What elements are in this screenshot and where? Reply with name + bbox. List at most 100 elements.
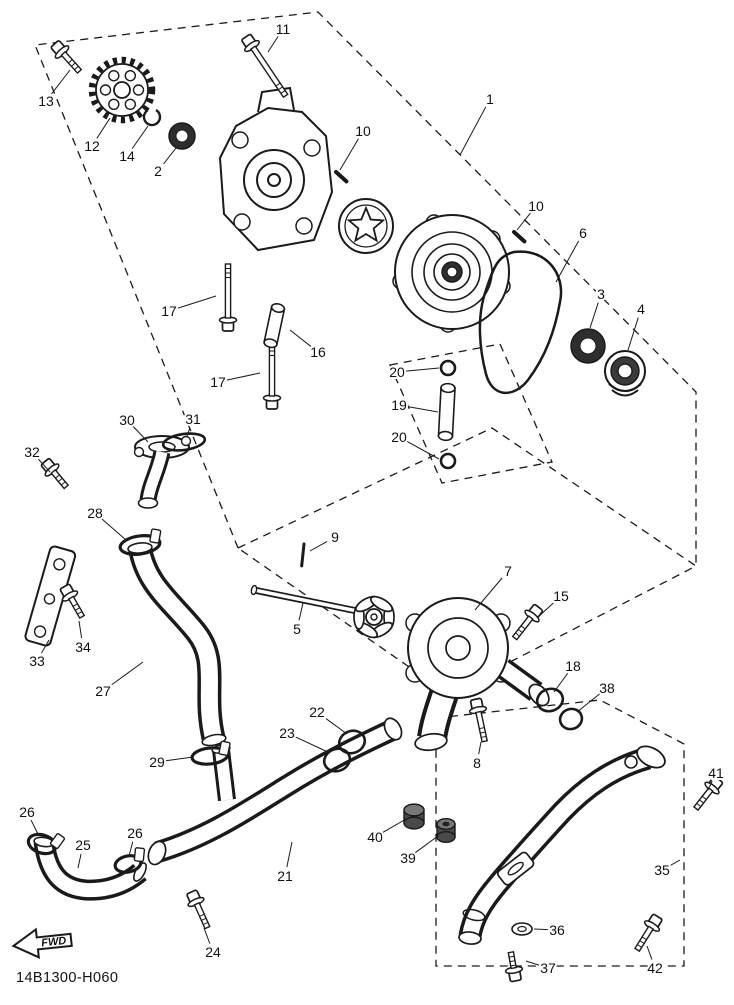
callout-5: 5 (293, 621, 301, 637)
callout-25: 25 (75, 837, 91, 853)
part-o-ring-20a (439, 359, 457, 377)
callout-31: 31 (185, 411, 201, 427)
callout-37: 37 (540, 960, 556, 976)
part-collar-39 (436, 818, 456, 843)
callout-13: 13 (38, 93, 54, 109)
callout-17: 17 (210, 374, 226, 390)
callout-20: 20 (389, 364, 405, 380)
part-pin-9 (300, 542, 306, 568)
hardware-layer (26, 33, 724, 983)
part-metal-pipe-35 (458, 745, 666, 945)
part-drive-sprocket-12 (88, 56, 156, 124)
part-o-ring-18 (535, 687, 565, 713)
region-assembly-1 (34, 11, 697, 566)
part-bolt-15 (511, 603, 544, 641)
part-dowel-pin-10b (512, 230, 527, 244)
region-pipe-35-group (435, 699, 685, 967)
callout-6: 6 (579, 225, 587, 241)
part-water-pipe-21 (147, 717, 403, 866)
callout-42: 42 (647, 960, 663, 976)
callout-20: 20 (391, 429, 407, 445)
callout-27: 27 (95, 683, 111, 699)
callout-26: 26 (19, 804, 35, 820)
callout-36: 36 (549, 922, 565, 938)
callout-3: 3 (597, 286, 605, 302)
callout-24: 24 (205, 944, 221, 960)
part-damper-40 (403, 803, 425, 830)
callout-12: 12 (84, 138, 100, 154)
part-water-hose-25 (33, 836, 147, 901)
part-oil-pump-body (218, 86, 334, 252)
part-number-text: 14B1300-H060 (16, 970, 118, 986)
fwd-label: FWD (41, 935, 67, 950)
part-hose-clamp-26a (26, 832, 66, 856)
part-gasket-6 (478, 250, 563, 395)
callout-8: 8 (473, 755, 481, 771)
part-circlip-14 (142, 107, 162, 127)
part-o-ring-31 (161, 432, 207, 452)
part-o-ring-38 (558, 707, 584, 731)
part-washer-36 (511, 922, 533, 936)
part-collar-16 (263, 303, 286, 349)
callout-28: 28 (87, 505, 103, 521)
part-o-ring-20b (439, 452, 457, 470)
callout-19: 19 (391, 397, 407, 413)
callout-29: 29 (149, 754, 165, 770)
callout-11: 11 (276, 21, 291, 37)
callout-23: 23 (279, 725, 295, 741)
fwd-arrow: FWD (11, 927, 73, 959)
part-bolt-8 (468, 697, 489, 743)
callout-32: 32 (24, 444, 40, 460)
callout-2: 2 (154, 163, 162, 179)
region-impeller-group (236, 427, 698, 695)
part-bolt-13 (50, 40, 83, 75)
callout-30: 30 (119, 412, 135, 428)
part-bolt-11 (241, 33, 289, 99)
callout-26: 26 (127, 825, 143, 841)
callout-14: 14 (119, 148, 135, 164)
part-hose-clamp-26b (113, 847, 146, 874)
callout-17: 17 (161, 303, 177, 319)
part-bolt-37 (504, 951, 524, 983)
part-joint-pipe-19 (437, 382, 456, 442)
callout-18: 18 (565, 658, 581, 674)
part-bolt-24 (186, 889, 211, 930)
region-joint-group (389, 343, 553, 484)
callout-40: 40 (367, 829, 383, 845)
callout-34: 34 (75, 639, 91, 655)
callout-7: 7 (504, 563, 512, 579)
callout-39: 39 (400, 850, 416, 866)
callout-10: 10 (355, 123, 371, 139)
part-hose-clamp-28 (118, 528, 162, 556)
callout-38: 38 (599, 680, 615, 696)
part-bolt-41 (692, 775, 724, 812)
callout-4: 4 (637, 301, 645, 317)
part-bolt-34 (59, 583, 86, 620)
part-o-ring-23 (322, 747, 352, 773)
part-bolt-42 (633, 913, 663, 953)
callout-35: 35 (654, 862, 670, 878)
part-mechanical-seal-4 (604, 350, 646, 397)
callout-10: 10 (528, 198, 544, 214)
callout-21: 21 (277, 868, 293, 884)
callout-9: 9 (331, 529, 339, 545)
part-bolt-17-lower (262, 341, 282, 410)
callout-22: 22 (309, 704, 325, 720)
part-pump-rotor (338, 198, 394, 254)
callout-41: 41 (708, 765, 724, 781)
callout-15: 15 (553, 588, 569, 604)
callout-16: 16 (310, 344, 326, 360)
part-impeller-shaft-5 (250, 584, 395, 639)
part-hose-clamp-29 (190, 740, 231, 766)
boundary-regions (34, 11, 698, 967)
part-bolt-32 (40, 458, 70, 490)
part-pump-housing-7 (405, 597, 550, 752)
callout-33: 33 (29, 653, 45, 669)
part-water-hose-27 (127, 542, 227, 747)
part-dowel-pin-10a (334, 170, 349, 184)
part-pump-cover (392, 214, 511, 333)
part-oil-seal-3 (570, 328, 606, 364)
part-outlet-fitting-30 (133, 435, 192, 509)
